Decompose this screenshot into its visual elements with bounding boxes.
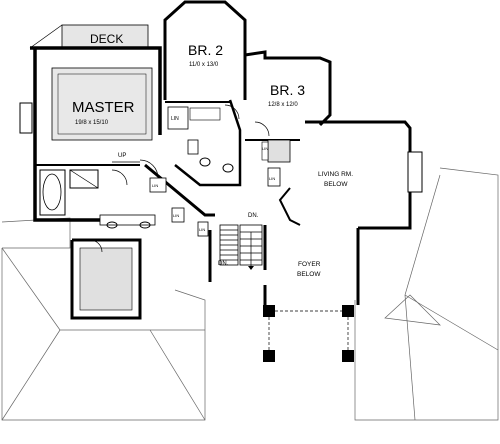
living-room-below: LIVING RM. BELOW	[278, 120, 423, 230]
lin-label-1: LIN	[171, 116, 179, 122]
living-room-label-1: LIVING RM.	[318, 171, 353, 178]
br2-room: BR. 2 11/0 x 13/0 LIN	[163, 0, 247, 130]
lin-label-6: LIN	[269, 176, 275, 181]
shared-bath	[174, 99, 242, 187]
br2-label: BR. 2	[188, 42, 223, 58]
master-bath: UP	[35, 153, 159, 229]
deck: DECK	[29, 24, 149, 49]
deck-label: DECK	[90, 32, 123, 46]
foyer-label-1: FOYER	[298, 261, 321, 268]
down-label-2: DN.	[218, 261, 229, 267]
hall-and-stair: LIN LIN LIN LIN DN. DN.	[144, 163, 281, 282]
down-label-1: DN.	[248, 213, 259, 219]
br3-label: BR. 3	[270, 82, 305, 98]
br3-room: BR. 3 12/8 x 12/0 LIN	[244, 50, 332, 163]
lin-label-5: LIN	[199, 227, 205, 232]
lin-label-4: LIN	[173, 213, 179, 218]
master-label: MASTER	[72, 99, 135, 116]
lin-label-2: LIN	[262, 146, 268, 151]
lin-label-3: LIN	[152, 183, 158, 188]
roof-lines	[1, 167, 499, 421]
master-dims: 19/8 x 15/10	[75, 120, 109, 126]
br3-dims: 12/8 x 12/0	[268, 102, 298, 108]
living-room-label-2: BELOW	[324, 181, 348, 188]
up-label: UP	[118, 153, 126, 159]
foyer-below: FOYER BELOW	[263, 228, 360, 362]
foyer-label-2: BELOW	[297, 271, 321, 278]
br2-dims: 11/0 x 13/0	[189, 62, 219, 68]
walk-in-closet	[70, 238, 142, 320]
